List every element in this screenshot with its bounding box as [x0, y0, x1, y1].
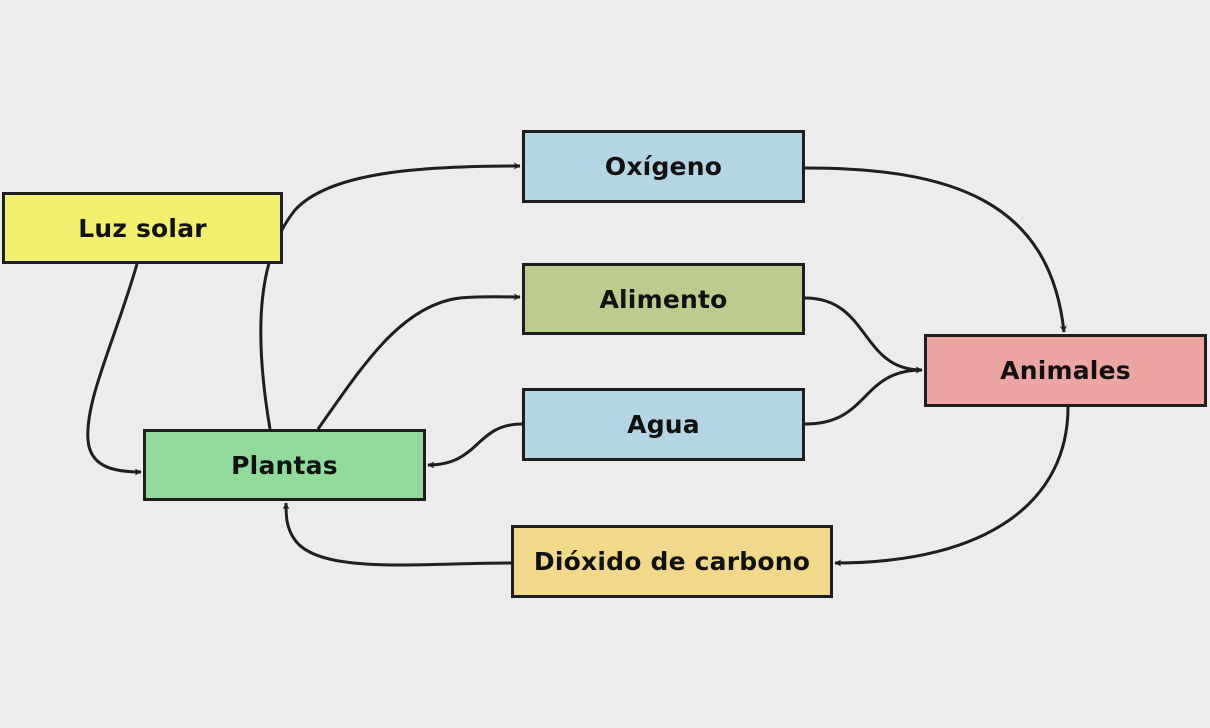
node-agua: Agua	[522, 388, 805, 461]
edge-plantas-to-oxigeno	[259, 162, 521, 430]
node-label: Oxígeno	[604, 152, 723, 181]
edge-alimento-to-animales	[804, 296, 923, 374]
edge-luz-solar-to-plantas	[86, 263, 142, 476]
edge-agua-to-animales	[804, 366, 923, 426]
node-label: Luz solar	[78, 213, 207, 243]
edge-plantas-to-alimento	[316, 293, 521, 430]
edge-agua-to-plantas	[427, 422, 523, 469]
node-dioxido-de-carbono: Dióxido de carbono	[511, 525, 833, 598]
node-label: Dióxido de carbono	[533, 547, 811, 576]
node-luz-solar: Luz solar	[2, 192, 283, 264]
node-alimento: Alimento	[522, 263, 805, 335]
edge-dioxido-to-plantas	[282, 502, 512, 567]
node-label: Agua	[627, 410, 700, 439]
node-plantas: Plantas	[143, 429, 426, 501]
node-label: Alimento	[599, 284, 728, 314]
node-animales: Animales	[924, 334, 1207, 407]
edge-animales-to-dioxido	[834, 406, 1070, 567]
node-oxigeno: Oxígeno	[522, 130, 805, 203]
node-label: Animales	[1000, 356, 1131, 385]
edge-oxigeno-to-animales	[804, 166, 1067, 333]
node-label: Plantas	[231, 450, 338, 480]
